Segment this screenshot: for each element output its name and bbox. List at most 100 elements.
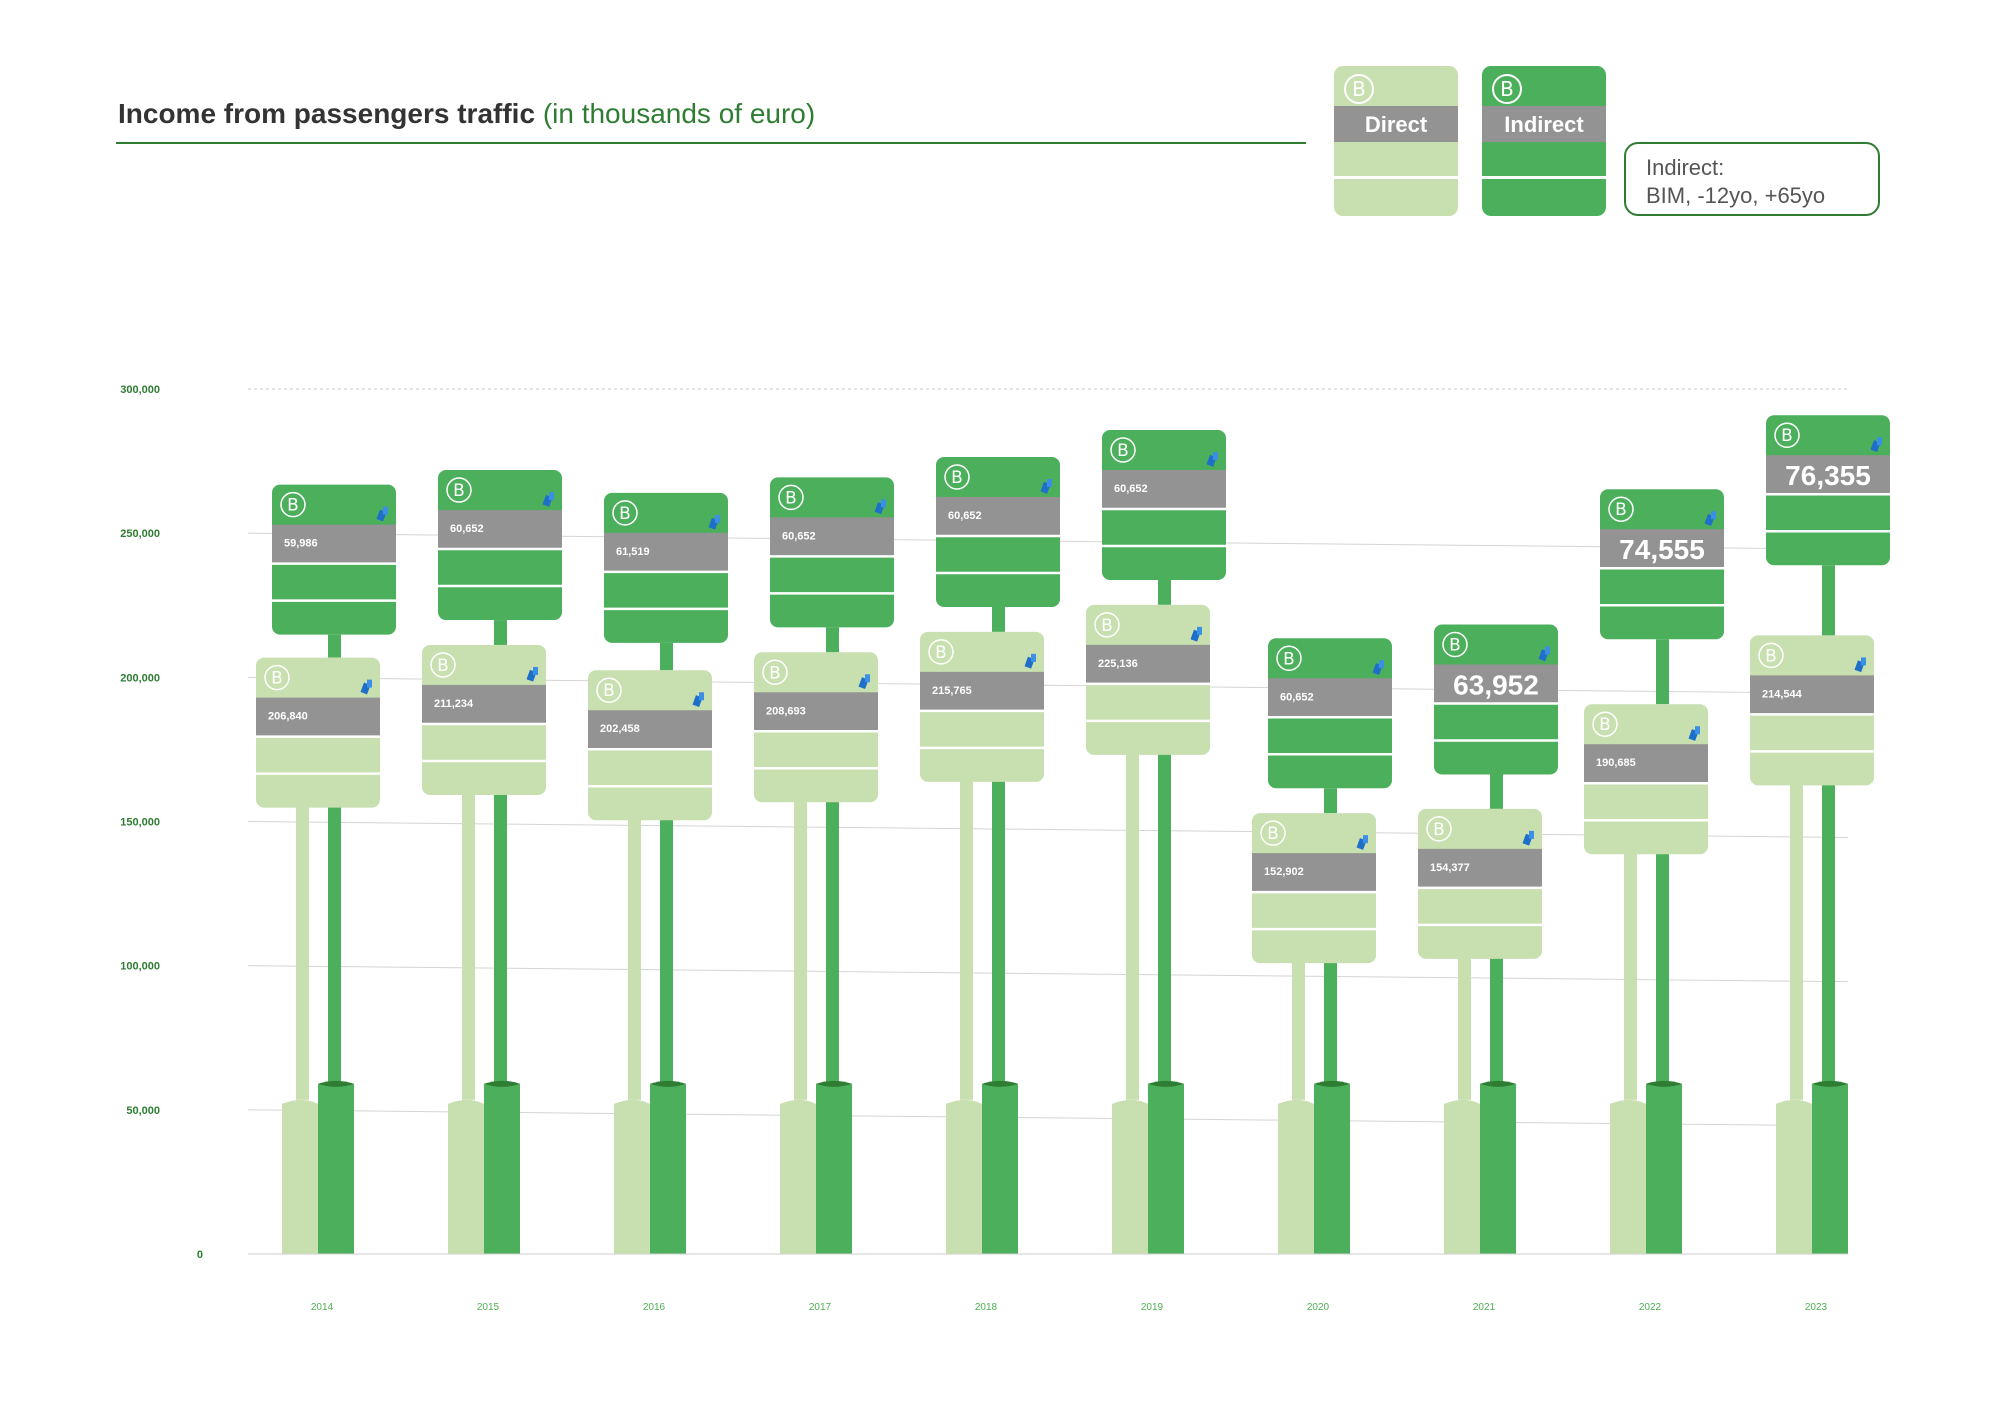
direct-pole: [628, 815, 641, 1100]
y-tick-label: 300,000: [120, 384, 160, 396]
sign-value-band: [272, 524, 396, 563]
indirect-pole: [992, 776, 1005, 1100]
bus-stop-icon: [944, 464, 970, 490]
direct-base: [1444, 1099, 1480, 1254]
indirect-connector: [1490, 774, 1503, 809]
sign-value-band: [1766, 455, 1890, 494]
indirect-base-top: [1480, 1080, 1516, 1087]
direct-base: [1776, 1099, 1812, 1254]
ticket-icon: [383, 506, 388, 515]
indirect-sign: B59,986: [272, 484, 396, 635]
bus-stop-letter: B: [785, 488, 797, 508]
bus-stop-letter: B: [603, 681, 615, 701]
indirect-connector: [494, 620, 507, 645]
direct-sign: B 208,693: [754, 652, 878, 803]
indirect-pole: [494, 789, 507, 1100]
direct-pole: [296, 802, 309, 1100]
y-tick-label: 50,000: [126, 1105, 160, 1117]
indirect-base-top: [982, 1080, 1018, 1087]
indirect-connector: [1822, 565, 1835, 636]
data-label: 208,693: [766, 705, 806, 717]
x-tick-label: 2022: [1639, 1302, 1662, 1313]
legend-indirect-label: Indirect: [1482, 106, 1606, 142]
title-rule: [116, 142, 1306, 144]
indirect-base-top: [1812, 1080, 1848, 1087]
bus-stop-letter: B: [453, 481, 465, 501]
indirect-base: [318, 1080, 354, 1254]
indirect-pole: [1324, 958, 1337, 1100]
data-label: 60,652: [782, 530, 816, 542]
bus-stop-letter: B: [769, 663, 781, 683]
sign-value-band: [604, 532, 728, 571]
indirect-pole: [1822, 780, 1835, 1100]
indirect-base: [1148, 1080, 1184, 1254]
ticket-icon: [1047, 478, 1052, 487]
indirect-pole: [1158, 749, 1171, 1100]
bus-stop-icon: [430, 652, 456, 678]
data-label: 202,458: [600, 723, 640, 735]
bus-stop-letter: B: [619, 504, 631, 524]
direct-pole: [1790, 780, 1803, 1100]
indirect-connector: [1656, 639, 1669, 705]
bus-stop-icon: [1094, 612, 1120, 638]
indirect-connector: [992, 606, 1005, 632]
data-label: 225,136: [1098, 658, 1138, 670]
x-tick-label: 2020: [1307, 1302, 1330, 1313]
direct-pole: [1624, 849, 1637, 1100]
y-tick-label: 100,000: [120, 961, 160, 973]
sign-value-band: [588, 710, 712, 749]
y-tick-label: 250,000: [120, 528, 160, 540]
ticket-icon: [549, 492, 554, 501]
bus-stop-icon: [762, 659, 788, 686]
indirect-pole: [826, 797, 839, 1100]
bus-stop-letter: B: [287, 496, 299, 516]
ticket-icon: [1213, 451, 1218, 460]
direct-base: [1610, 1099, 1646, 1254]
ticket-icon: [1031, 653, 1036, 662]
bus-stop-icon: B: [1344, 74, 1374, 104]
data-label: 74,555: [1619, 534, 1705, 565]
x-tick-label: 2021: [1473, 1302, 1496, 1313]
bus-stop-letter: B: [271, 669, 283, 689]
y-tick-label: 0: [197, 1249, 203, 1261]
bus-stop-icon: [1592, 711, 1618, 737]
indirect-sign: B60,652: [1102, 429, 1226, 580]
indirect-sign: B60,652: [936, 456, 1060, 607]
direct-pole: [462, 789, 475, 1100]
indirect-base-top: [484, 1080, 520, 1087]
direct-base: [1278, 1099, 1314, 1254]
direct-pole: [960, 776, 973, 1100]
indirect-base-top: [1646, 1080, 1682, 1087]
data-label: 152,902: [1264, 866, 1304, 878]
bus-stop-icon: B: [1492, 74, 1522, 104]
bus-stop-icon: [280, 491, 306, 518]
bus-stop-icon: [1774, 422, 1800, 448]
indirect-base: [982, 1080, 1018, 1254]
data-label: 215,765: [932, 685, 972, 697]
ticket-icon: [1545, 646, 1550, 655]
gridline: [247, 965, 1849, 983]
indirect-connector: [328, 634, 341, 658]
direct-base: [448, 1099, 484, 1254]
sign-value-band: [936, 496, 1060, 535]
sign-value-band: [1268, 678, 1392, 717]
sign-value-band: [920, 671, 1044, 710]
chart-title: Income from passengers traffic (in thous…: [118, 98, 815, 130]
ticket-icon: [1695, 726, 1700, 735]
ticket-icon: [715, 514, 720, 523]
chart-title-main: Income from passengers traffic: [118, 98, 536, 129]
sign-value-band: [438, 510, 562, 549]
indirect-base-top: [1148, 1080, 1184, 1087]
x-tick-label: 2023: [1805, 1302, 1828, 1313]
indirect-sign: B60,652: [1268, 638, 1392, 789]
indirect-base: [816, 1080, 852, 1254]
direct-base: [614, 1099, 650, 1254]
direct-base: [1112, 1099, 1148, 1254]
data-label: 60,652: [948, 510, 982, 522]
bus-stop-icon: [1426, 816, 1452, 842]
